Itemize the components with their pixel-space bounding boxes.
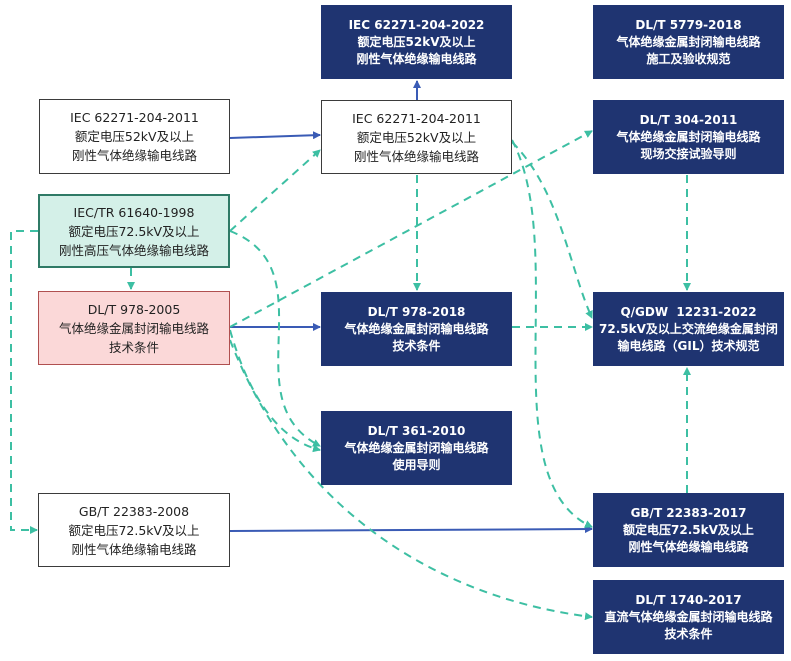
dashed-arrow-dlt978-2005-to-dlt361 [229,329,321,453]
node-iec-62271-204-2022: IEC 62271-204-2022 额定电压52kV及以上 刚性气体绝缘输电线… [321,5,512,79]
node-line: 刚性气体绝缘输电线路 [356,51,477,66]
node-line: 技术条件 [392,338,441,353]
node-line: 气体绝缘金属封闭输电线路 [616,34,761,49]
node-line: 直流气体绝缘金属封闭输电线路 [604,609,773,624]
node-line: 额定电压72.5kV及以上 [68,223,200,239]
node-line: 技术条件 [664,626,713,641]
node-line: 现场交接试验导则 [640,146,737,161]
node-code: DL/T 304-2011 [639,112,738,127]
node-code: GB/T 22383-2017 [630,505,747,520]
node-code: DL/T 978-2018 [367,304,466,319]
node-code: IEC 62271-204-2011 [70,110,199,125]
node-code: DL/T 361-2010 [367,423,466,438]
node-line: 使用导则 [392,457,441,472]
node-line: 72.5kV及以上交流绝缘金属封闭 [599,321,778,336]
node-qgdw-12231-2022: Q/GDW 12231-2022 72.5kV及以上交流绝缘金属封闭 输电线路（… [593,292,784,366]
node-code: IEC 62271-204-2022 [348,17,485,32]
node-line: 气体绝缘金属封闭输电线路 [58,320,209,336]
node-gbt-22383-2008: GB/T 22383-2008 额定电压72.5kV及以上 刚性气体绝缘输电线路 [38,493,230,567]
dashed-arrow-iec2011mid-to-gbt2017 [511,139,593,528]
node-line: 刚性气体绝缘输电线路 [628,539,749,554]
node-iec-62271-204-2011-mid: IEC 62271-204-2011 额定电压52kV及以上 刚性气体绝缘输电线… [321,100,512,174]
node-line: 刚性高压气体绝缘输电线路 [58,242,209,258]
node-line: 施工及验收规范 [646,51,731,66]
node-code: IEC/TR 61640-1998 [73,204,195,220]
node-line: 额定电压52kV及以上 [357,34,476,49]
node-code: DL/T 1740-2017 [635,592,742,607]
node-code: Q/GDW 12231-2022 [620,304,757,319]
node-dlt-978-2005: DL/T 978-2005 气体绝缘金属封闭输电线路 技术条件 [38,291,230,365]
node-dlt-5779-2018: DL/T 5779-2018 气体绝缘金属封闭输电线路 施工及验收规范 [593,5,784,79]
node-code: IEC 62271-204-2011 [352,110,481,126]
node-line: 技术条件 [108,339,159,355]
node-code: DL/T 978-2005 [87,301,181,317]
node-line: 额定电压72.5kV及以上 [68,522,200,538]
node-code: DL/T 5779-2018 [635,17,742,32]
node-line: 刚性气体绝缘输电线路 [71,541,197,557]
node-dlt-1740-2017: DL/T 1740-2017 直流气体绝缘金属封闭输电线路 技术条件 [593,580,784,654]
dashed-arrow-iectr-to-gbt2008 [10,230,38,534]
node-line: 刚性气体绝缘输电线路 [71,148,197,163]
node-line: 气体绝缘金属封闭输电线路 [344,321,489,336]
dashed-arrow-iectr-to-iec2011mid [229,149,321,232]
node-line: 额定电压52kV及以上 [356,129,477,145]
node-dlt-361-2010: DL/T 361-2010 气体绝缘金属封闭输电线路 使用导则 [321,411,512,485]
dashed-arrow-iec2011mid-to-qgdw [511,141,593,319]
node-gbt-22383-2017: GB/T 22383-2017 额定电压72.5kV及以上 刚性气体绝缘输电线路 [593,493,784,567]
node-iec-62271-204-2011-left: IEC 62271-204-2011 额定电压52kV及以上 刚性气体绝缘输电线… [39,99,230,174]
node-line: 输电线路（GIL）技术规范 [617,338,760,353]
node-dlt-304-2011: DL/T 304-2011 气体绝缘金属封闭输电线路 现场交接试验导则 [593,100,784,174]
node-iec-tr-61640-1998: IEC/TR 61640-1998 额定电压72.5kV及以上 刚性高压气体绝缘… [38,194,230,268]
node-dlt-978-2018: DL/T 978-2018 气体绝缘金属封闭输电线路 技术条件 [321,292,512,366]
node-line: 额定电压72.5kV及以上 [623,522,754,537]
node-line: 气体绝缘金属封闭输电线路 [616,129,761,144]
node-line: 额定电压52kV及以上 [74,129,195,144]
solid-arrow-gbt2008-to-gbt2017 [229,525,593,534]
solid-arrow-iec2011left-to-iec2011mid [229,131,321,140]
dashed-arrow-iectr-to-dlt361 [229,230,321,447]
node-code: GB/T 22383-2008 [78,503,190,519]
node-line: 刚性气体绝缘输电线路 [353,148,479,164]
node-line: 气体绝缘金属封闭输电线路 [344,440,489,455]
